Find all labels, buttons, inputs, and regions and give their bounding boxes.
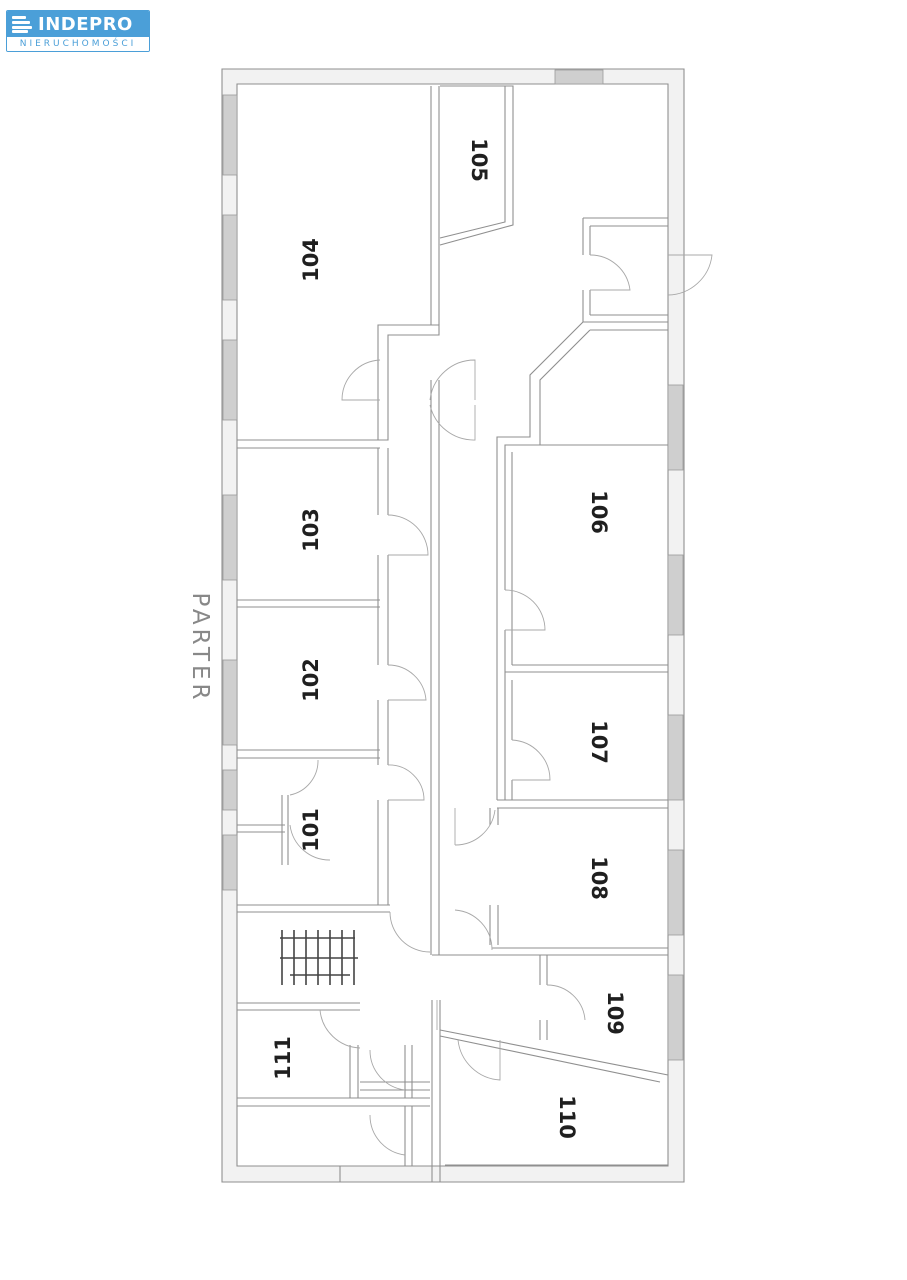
room-label-104: 104 — [299, 238, 323, 282]
floor-label: PARTER — [187, 592, 213, 703]
windows-left — [222, 94, 238, 891]
indepro-logo: INDEPRO NIERUCHOMOŚCI — [6, 10, 150, 52]
corridor-walls — [430, 85, 669, 1166]
left-wing-walls — [237, 86, 441, 1182]
windows-right — [554, 69, 684, 1061]
logo-subtitle: NIERUCHOMOŚCI — [7, 37, 149, 51]
room-label-105: 105 — [467, 138, 491, 182]
room-labels: 104 105 103 106 102 107 101 108 109 111 … — [271, 138, 627, 1139]
door-swings — [289, 254, 713, 1156]
room-label-110: 110 — [555, 1095, 579, 1139]
logo-name: INDEPRO — [38, 13, 133, 35]
room-label-106: 106 — [587, 490, 611, 534]
staircase-icon — [280, 930, 358, 985]
room-label-107: 107 — [587, 720, 611, 764]
room-label-103: 103 — [299, 508, 323, 552]
room-label-108: 108 — [587, 856, 611, 900]
room-label-102: 102 — [299, 658, 323, 702]
room-label-109: 109 — [603, 991, 627, 1035]
logo-banner: INDEPRO — [7, 11, 149, 37]
building-icon — [12, 15, 34, 33]
room-label-111: 111 — [271, 1036, 295, 1080]
room-label-101: 101 — [299, 808, 323, 852]
